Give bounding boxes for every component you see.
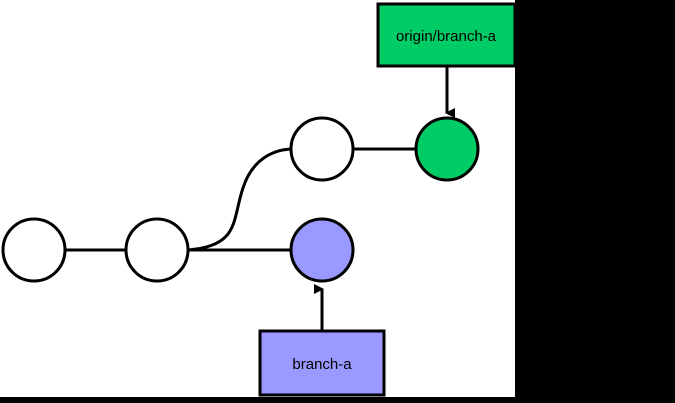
local-branch-label: branch-a: [292, 356, 352, 373]
remote-branch-label: origin/branch-a: [396, 28, 497, 45]
commit-node-2: [124, 217, 190, 283]
edge-commit2-upper: [187, 147, 292, 252]
commit-node-1: [1, 217, 67, 283]
local-branch-label-box: [258, 329, 386, 397]
commit-node-upper: [289, 116, 355, 182]
commit-node-remote-head: [414, 116, 480, 182]
commit-node-local-head: [289, 217, 355, 283]
